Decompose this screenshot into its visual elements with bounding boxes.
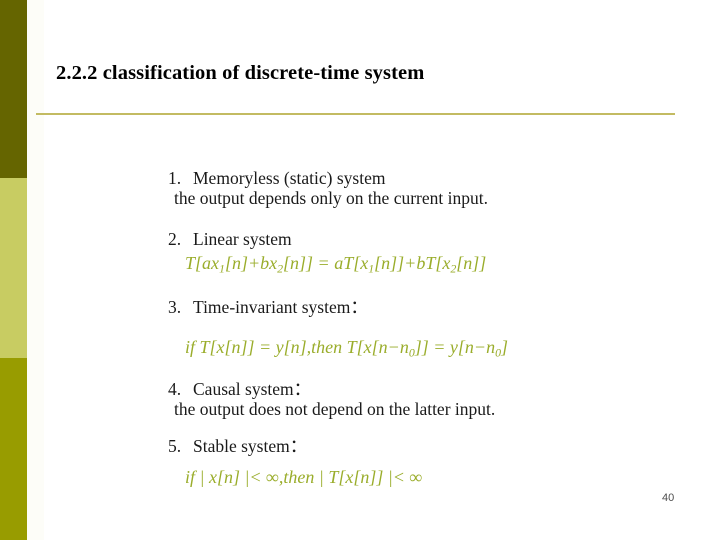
formula-part: if T[x[n]] = y[n],then T[x[n−n [185, 337, 409, 358]
formula-part: T[ax [185, 253, 220, 274]
title-underline-rule [36, 113, 675, 115]
list-item: 1. Memoryless (static) system the output … [168, 168, 708, 209]
sidebar-gutter [27, 0, 44, 540]
slide-title: 2.2.2 classification of discrete-time sy… [56, 62, 425, 84]
formula-subscript: 2 [450, 261, 457, 276]
list-item-number: 4. [168, 379, 182, 399]
list-item: 4. Causal system： the output does not dep… [168, 379, 708, 420]
stability-formula: if | x[n] |< ∞,then | T[x[n]] |< ∞ [185, 467, 423, 488]
linearity-formula: T[ax1[n]+bx2[n]] = aT[x1[n]]+bT[x2[n]] [185, 253, 708, 276]
list-item: 2.Linear system T[ax1[n]+bx2[n]] = aT[x1… [168, 229, 708, 276]
list-item-number: 5. [168, 436, 182, 456]
sidebar-band-top [0, 0, 27, 178]
formula-part: [n]]+bT[x [374, 253, 451, 274]
list-item-number: 2. [168, 229, 182, 249]
list-item-description: the output does not depend on the latter… [174, 399, 496, 420]
list-item: 3. Time-invariant system： if T[x[n]] = y[… [168, 297, 708, 360]
sidebar-band-bottom [0, 358, 27, 540]
time-invariance-formula: if T[x[n]] = y[n],then T[x[n−n0]] = y[n−… [185, 337, 708, 360]
formula-part: [n]+bx [224, 253, 278, 274]
list-item-heading-text: Memoryless (static) system [193, 168, 386, 188]
page-number: 40 [662, 492, 675, 504]
list-item-heading: 2. Linear system [168, 229, 708, 249]
list-item-heading-text: Time-invariant system： [193, 297, 368, 317]
list-item-heading: 1. Memoryless (static) system [168, 168, 708, 188]
sidebar-band-middle [0, 178, 27, 358]
list-item: 5. Stable system： if | x[n] |< ∞,then | T… [168, 436, 708, 489]
list-item-heading-text: Causal system： [193, 379, 312, 399]
formula-subscript: 0 [408, 345, 415, 360]
formula-part: [n]] [456, 253, 487, 274]
formula-part: ] [501, 337, 509, 358]
formula-subscript: 0 [495, 345, 501, 360]
sidebar-color-bands [0, 0, 27, 540]
formula-part: [n]] = aT[x [283, 253, 369, 274]
formula-subscript: 1 [368, 261, 375, 276]
list-item-heading: 5. Stable system： [168, 436, 708, 456]
list-item-heading: 3. Time-invariant system： [168, 297, 708, 317]
list-item-number: 1. [168, 168, 182, 188]
formula-subscript: 2 [277, 261, 284, 276]
list-item-number: 3. [168, 297, 182, 317]
list-item-heading: 4. Causal system： [168, 379, 708, 399]
list-item-heading-text: Linear system [193, 229, 292, 249]
list-item-heading-text: Stable system： [193, 436, 308, 456]
formula-part: ]] = y[n−n [414, 337, 496, 358]
formula-subscript: 1 [219, 261, 225, 276]
list-item-description: the output depends only on the current i… [174, 188, 488, 209]
